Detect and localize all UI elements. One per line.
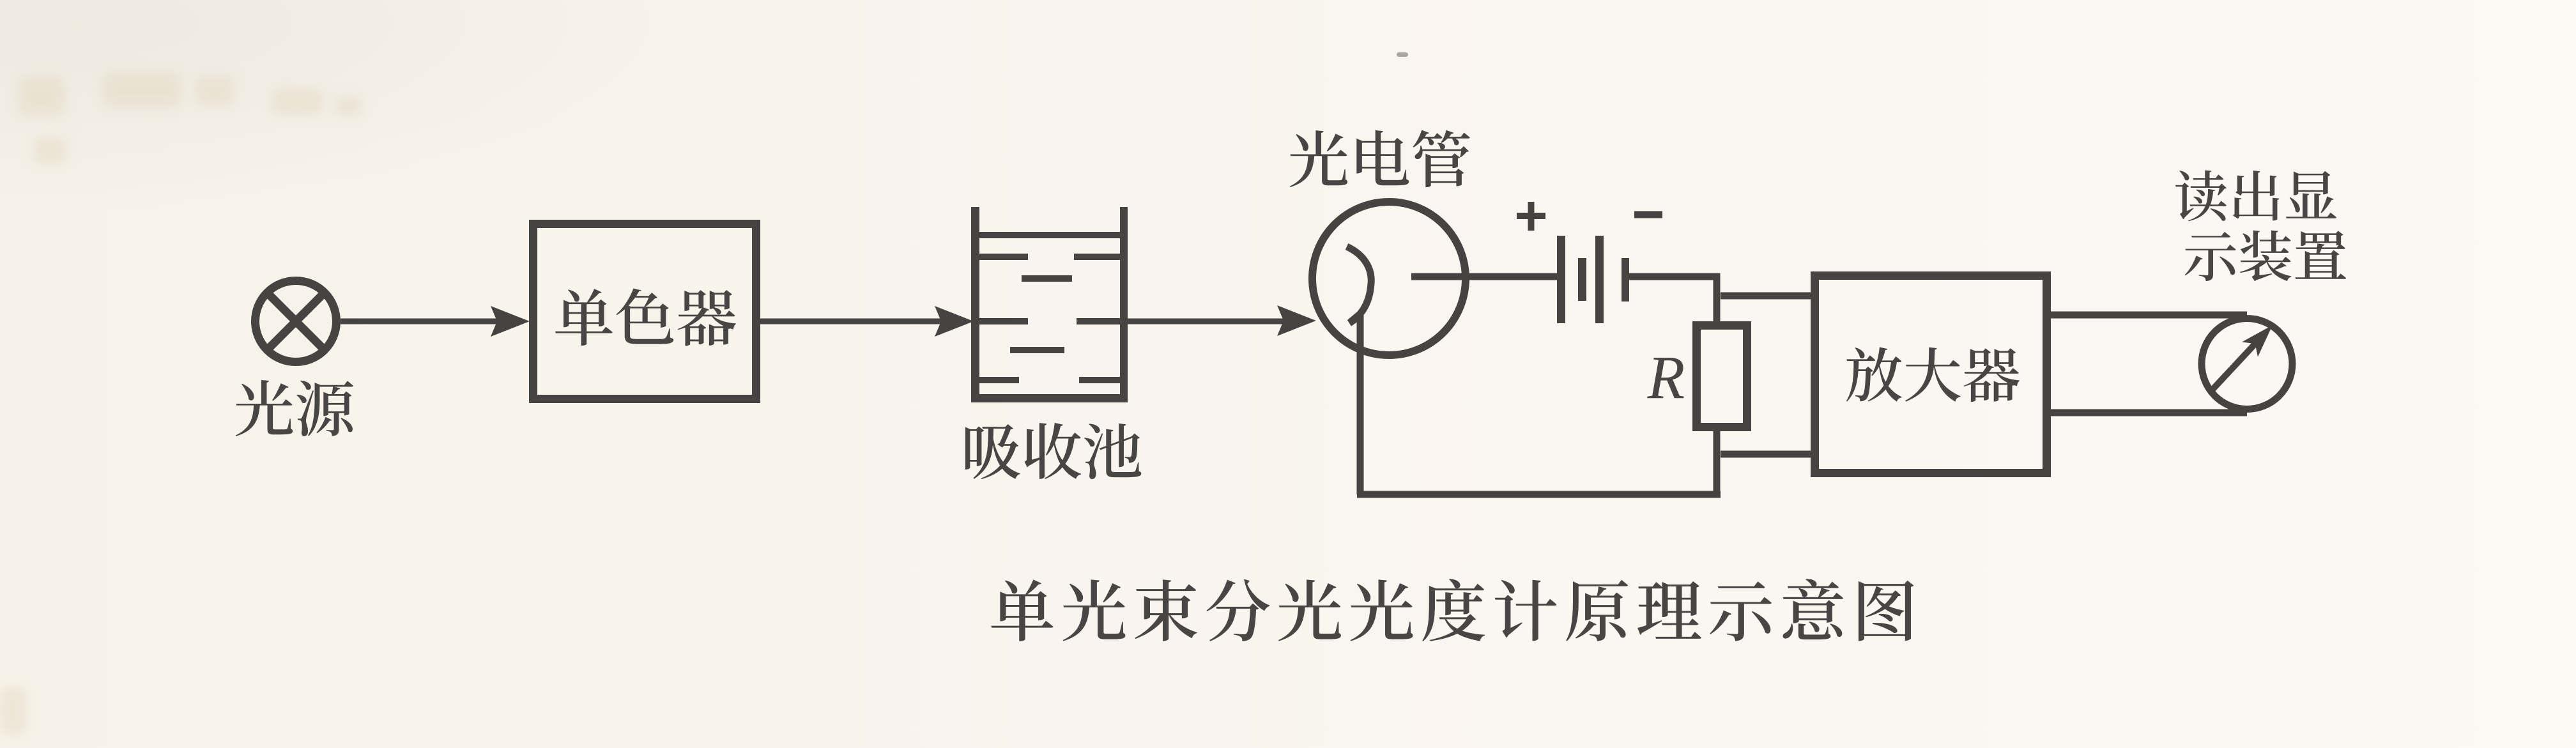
svg-text:R: R	[1647, 343, 1685, 411]
